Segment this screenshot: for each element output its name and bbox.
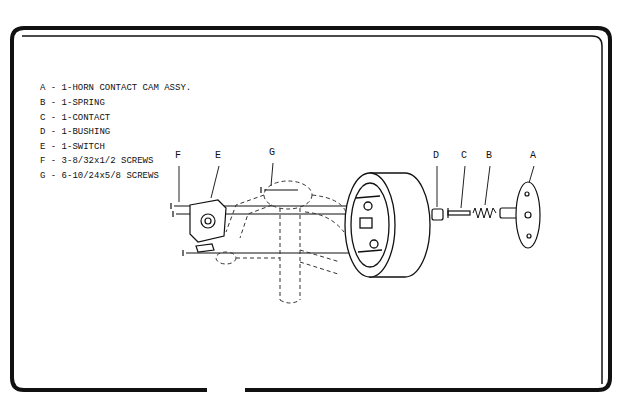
cam-assembly-a (500, 182, 540, 248)
parts-list-line: D - 1-BUSHING (40, 128, 110, 137)
screw-g (261, 187, 298, 193)
parts-list-line: E - 1-SWITCH (40, 143, 105, 152)
parts-list-line: C - 1-CONTACT (40, 114, 110, 123)
page-frame (12, 28, 610, 390)
spring-b (473, 208, 496, 218)
callout-letter: D (433, 151, 439, 161)
parts-list-line: G - 6-10/24x5/8 SCREWS (40, 172, 159, 181)
contact-c (448, 208, 470, 218)
hub-housing (345, 173, 430, 277)
parts-list-line: A - 1-HORN CONTACT CAM ASSY. (40, 84, 191, 93)
parts-list-line: B - 1-SPRING (40, 99, 105, 108)
steering-column (216, 181, 346, 303)
parts-list-line: F - 3-8/32x1/2 SCREWS (40, 157, 153, 166)
callout-letter: E (215, 151, 221, 161)
callout-letter: B (486, 151, 492, 161)
bushing-d (432, 209, 443, 220)
callout-letter: F (175, 151, 181, 161)
callout-letter: C (461, 151, 467, 161)
switch-e (190, 200, 226, 252)
callout-letter: A (530, 151, 536, 161)
callout-letter: G (269, 148, 275, 158)
